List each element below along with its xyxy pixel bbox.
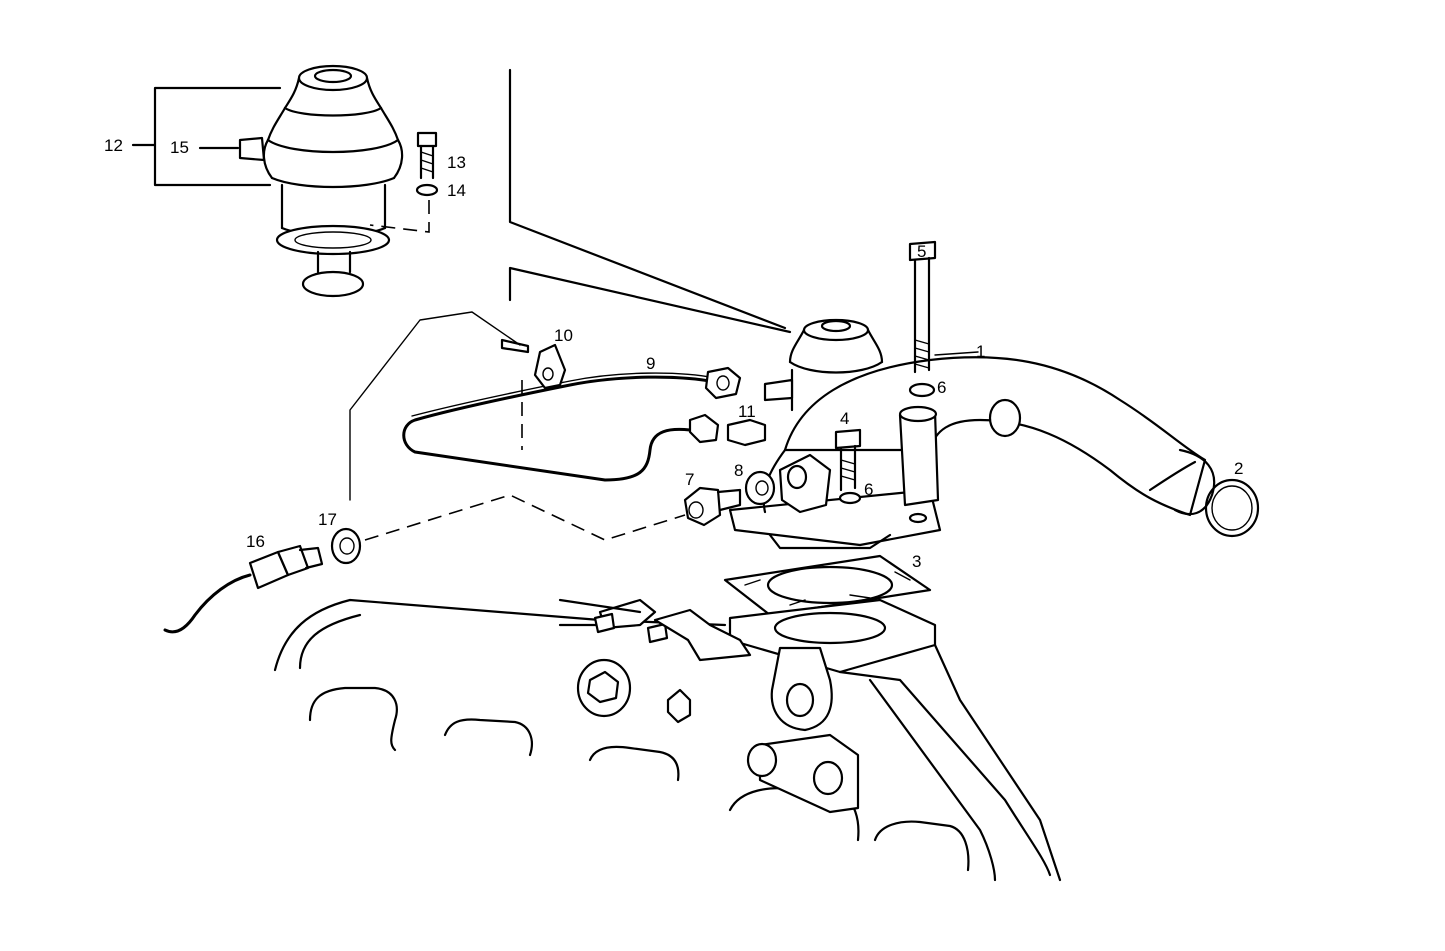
callout-4: 4	[840, 409, 849, 428]
callout-labels: 1 2 3 4 5 6 6 7 8 9 10 11 12 13 14 15 16…	[104, 136, 1243, 571]
gasket	[723, 554, 932, 617]
callout-1: 1	[976, 342, 985, 361]
callout-12: 12	[104, 136, 123, 155]
engine-block	[273, 598, 1062, 882]
washer	[744, 470, 776, 506]
mounted-valve	[763, 318, 884, 412]
callout-3: 3	[912, 552, 921, 571]
sensor	[163, 494, 686, 634]
pipe-assembly	[349, 311, 767, 501]
inset-valve-assembly	[131, 64, 439, 298]
callout-11: 11	[738, 402, 756, 421]
callout-14: 14	[447, 181, 466, 200]
inset-leader-line	[508, 68, 792, 334]
callout-8: 8	[734, 461, 743, 480]
manifold-elbow	[728, 356, 1260, 550]
callout-6-upper: 6	[937, 378, 946, 397]
callout-13: 13	[447, 153, 466, 172]
short-bolt	[834, 428, 862, 492]
callout-16: 16	[246, 532, 265, 551]
banjo-screw	[683, 486, 742, 527]
callout-2: 2	[1234, 459, 1243, 478]
callout-7: 7	[685, 470, 694, 489]
callout-6-lower: 6	[864, 480, 873, 499]
callout-9: 9	[646, 354, 655, 373]
callout-17: 17	[318, 510, 337, 529]
callout-10: 10	[554, 326, 573, 345]
callout-5: 5	[917, 242, 926, 261]
callout-15: 15	[170, 138, 189, 157]
long-bolt	[908, 240, 937, 398]
